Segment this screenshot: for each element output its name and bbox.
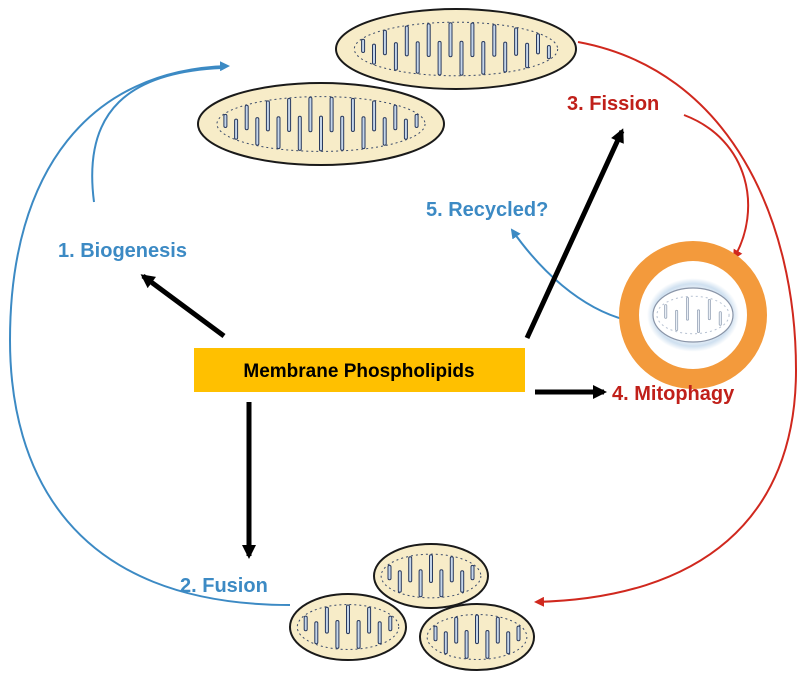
step-biogenesis-label: 1. Biogenesis <box>58 240 187 262</box>
mitochondrion-icon <box>373 543 489 609</box>
damaged-mitochondrion-icon <box>652 287 734 343</box>
autophagosome-icon <box>619 241 767 389</box>
arrow-to-fission <box>524 128 625 340</box>
biogenesis-arc <box>91 67 223 203</box>
arrow-to-biogenesis <box>140 273 226 339</box>
fission-outer-arc <box>534 41 798 607</box>
mitochondrion-icon <box>289 593 407 661</box>
mitochondrion-icon <box>419 603 535 671</box>
mitochondrion-icon <box>335 8 577 90</box>
fusion-to-biogenesis-arc <box>8 61 291 606</box>
fission-to-mitophagy-arc <box>683 114 750 260</box>
center-box <box>194 348 525 392</box>
mitochondrion-icon <box>197 82 445 166</box>
recycled-arc <box>510 228 627 321</box>
step-mitophagy-label: 4. Mitophagy <box>612 383 735 405</box>
step-fusion-label: 2. Fusion <box>180 575 268 597</box>
center-label: Membrane Phospholipids <box>243 361 474 382</box>
step-fission-label: 3. Fission <box>567 93 659 115</box>
step-recycled-label: 5. Recycled? <box>426 199 548 221</box>
